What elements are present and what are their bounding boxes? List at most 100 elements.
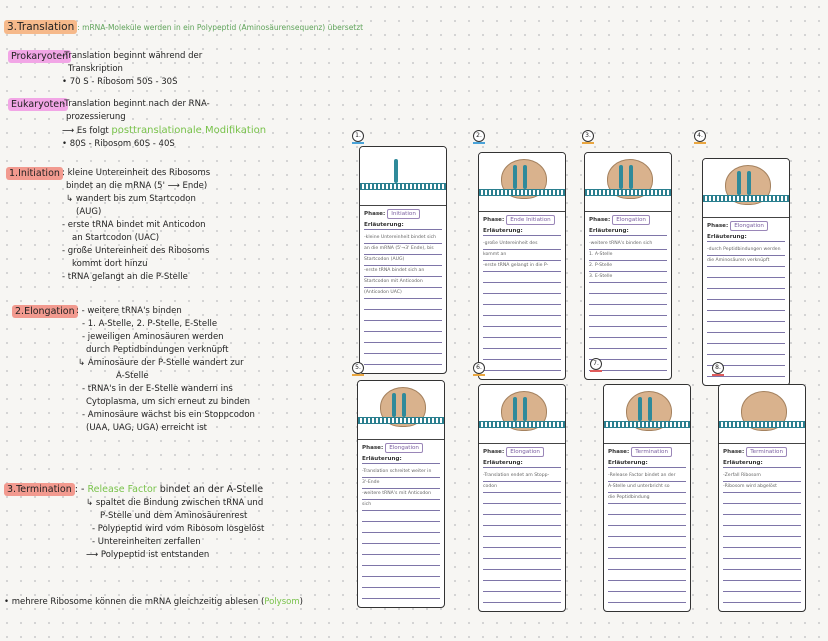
trna-icon xyxy=(629,165,633,189)
phase-color-bar xyxy=(582,142,594,144)
ruled-line: -kleine Untereinheit bindet sich xyxy=(364,233,442,244)
initiation-text: : kleine Untereinheit des Ribosoms binde… xyxy=(62,167,210,284)
elong-line-9: - Aminosäure wächst bis ein Stoppcodon xyxy=(82,410,255,420)
phase-row: Phase:Termination xyxy=(608,447,686,457)
phase-row: Phase:Ende Initiation xyxy=(483,215,561,225)
explanation-label: Erläuterung: xyxy=(723,460,763,466)
phase-value: Elongation xyxy=(612,215,650,225)
phase-color-bar xyxy=(473,142,485,144)
explanation-row: Erläuterung: xyxy=(483,459,561,468)
ruled-line xyxy=(608,504,686,515)
ruled-line xyxy=(483,327,561,338)
trna-icon xyxy=(392,393,396,417)
explanation-row: Erläuterung: xyxy=(364,221,442,230)
elong-line-1: : - weitere tRNA's binden xyxy=(76,306,182,316)
eukaryoten-text: -Translation beginnt nach der RNA- proze… xyxy=(62,98,266,151)
ruled-line xyxy=(707,344,785,355)
ruled-line: 3'-Ende xyxy=(362,478,440,489)
ruled-line xyxy=(707,322,785,333)
elong-line-6: A-Stelle xyxy=(116,371,149,381)
explanation-label: Erläuterung: xyxy=(707,234,747,240)
explanation-row: Erläuterung: xyxy=(723,459,801,468)
eukaryoten-block: Eukaryoten xyxy=(8,98,69,111)
init-line-2: bindet an die mRNA (5' ⟶ Ende) xyxy=(66,181,208,191)
ruled-line xyxy=(723,592,801,603)
ribosome-illustration xyxy=(719,385,805,443)
euk-line-1: -Translation beginnt nach der RNA- xyxy=(62,99,210,109)
ruled-line xyxy=(707,333,785,344)
ruled-line xyxy=(364,310,442,321)
prok-line-1: -Translation beginnt während der xyxy=(62,51,203,61)
mrna-strand xyxy=(719,421,805,428)
ruled-line xyxy=(362,566,440,577)
ruled-line xyxy=(608,581,686,592)
ruled-line xyxy=(608,559,686,570)
phase-row: Phase:Elongation xyxy=(707,221,785,231)
phase-color-bar xyxy=(712,374,724,376)
ruled-line xyxy=(483,493,561,504)
term-line-4: - Untereinheiten zerfallen xyxy=(92,537,201,547)
ruled-line xyxy=(362,577,440,588)
phase-label: Phase: xyxy=(589,217,611,223)
initiation-block: 1.Initiation xyxy=(6,167,63,180)
trna-icon xyxy=(648,397,652,421)
ruled-line: an die mRNA (5'→3' Ende), bis xyxy=(364,244,442,255)
trna-icon xyxy=(523,397,527,421)
step-number: 2. xyxy=(473,130,485,142)
ruled-line: -Ribosom wird abgelöst xyxy=(723,482,801,493)
polysom-text: • mehrere Ribosome können die mRNA gleic… xyxy=(4,597,265,607)
ruled-line: -Zerfall Ribosom xyxy=(723,471,801,482)
ruled-line xyxy=(362,555,440,566)
ruled-line xyxy=(364,332,442,343)
eukaryoten-label: Eukaryoten xyxy=(8,98,69,111)
ruled-line xyxy=(723,504,801,515)
phase-row: Phase:Termination xyxy=(723,447,801,457)
ruled-line: 3. E-Stelle xyxy=(589,272,667,283)
ruled-line xyxy=(589,327,667,338)
ruled-line xyxy=(483,360,561,371)
ruled-line: die Peptidbindung xyxy=(608,493,686,504)
ruled-line xyxy=(608,592,686,603)
phase-color-bar xyxy=(694,142,706,144)
step-number: 8. xyxy=(712,362,724,374)
ruled-line xyxy=(589,338,667,349)
ruled-line: -erste tRNA bindet sich an xyxy=(364,266,442,277)
ruled-line xyxy=(483,305,561,316)
termination-first-rest: bindet an der A-Stelle xyxy=(156,484,264,495)
term-line-1: ↳ spaltet die Bindung zwischen tRNA und xyxy=(86,498,264,508)
init-line-3: ↳ wandert bis zum Startcodon xyxy=(66,194,196,204)
ruled-line: codon xyxy=(483,482,561,493)
prok-line-3: • 70 S - Ribosom 50S - 30S xyxy=(62,77,178,87)
explanation-row: Erläuterung: xyxy=(362,455,440,464)
phase-value: Elongation xyxy=(730,221,768,231)
explanation-label: Erläuterung: xyxy=(364,222,404,228)
trna-icon xyxy=(513,165,517,189)
ruled-line xyxy=(723,526,801,537)
mrna-strand xyxy=(360,183,446,190)
mrna-strand xyxy=(703,195,789,202)
phase-row: Phase:Initiation xyxy=(364,209,442,219)
elongation-text: : - weitere tRNA's binden - 1. A-Stelle,… xyxy=(76,305,255,435)
mrna-strand xyxy=(358,417,444,424)
ruled-line: A-Stelle und unterbricht so xyxy=(608,482,686,493)
term-line-3: - Polypeptid wird vom Ribosom losgelöst xyxy=(92,524,265,534)
init-line-8: kommt dort hinzu xyxy=(72,259,148,269)
phase-row: Phase:Elongation xyxy=(362,443,440,453)
ruled-line xyxy=(707,355,785,366)
ruled-line xyxy=(707,267,785,278)
ruled-line xyxy=(483,581,561,592)
ruled-line xyxy=(589,294,667,305)
ruled-line: -erste tRNA gelangt in die P-Stelle xyxy=(483,261,561,272)
ruled-line: -Release Factor bindet an der xyxy=(608,471,686,482)
